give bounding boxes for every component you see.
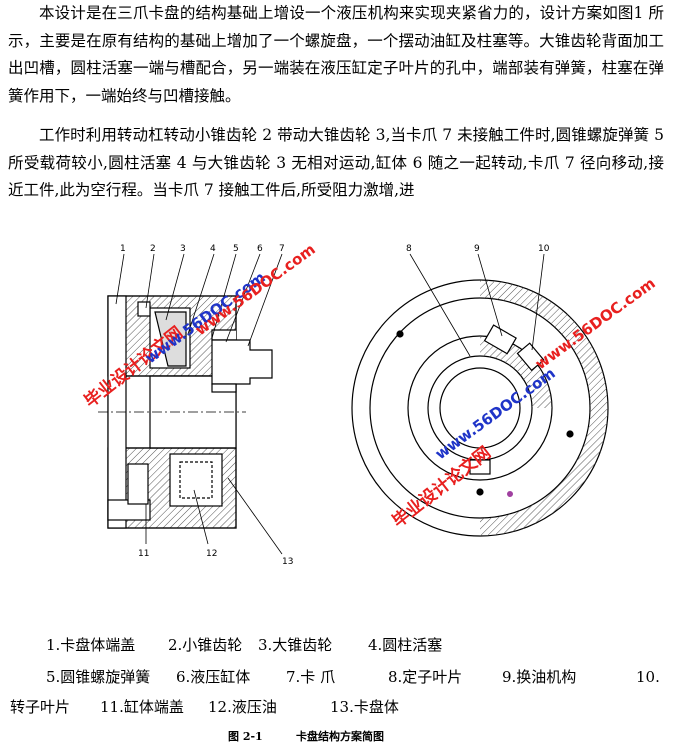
legend-item-10-cont: 转子叶片 [10,698,71,716]
callout-11: 11 [138,549,149,559]
callout-8: 8 [406,244,412,254]
callout-2: 2 [150,244,156,254]
chuck-structure-figure: 1 2 3 4 5 6 7 11 12 13 8 9 10 [80,240,659,567]
paragraph-2: 工作时利用转动杠转动小锥齿轮 2 带动大锥齿轮 3,当卡爪 7 未接触工件时,圆… [8,126,664,199]
callout-10: 10 [538,244,550,254]
legend-item-2: 2.小锥齿轮 [168,636,243,654]
caption-number: 图 2-1 [228,730,263,743]
legend-item-7: 7.卡 爪 [286,668,336,686]
legend-item-10: 10. [636,668,660,686]
legend-item-12: 12.液压油 [208,698,277,716]
legend-item-3: 3.大锥齿轮 [258,636,333,654]
legend-item-11: 11.缸体端盖 [100,698,184,716]
callout-13: 13 [282,557,293,567]
legend-item-5: 5.圆锥螺旋弹簧 [46,668,151,686]
callout-1: 1 [120,244,126,254]
left-callout-labels: 1 2 3 4 5 6 7 11 12 13 [120,244,293,567]
section-view [98,253,283,555]
callout-6: 6 [257,244,263,254]
callout-3: 3 [180,244,186,254]
callout-12: 12 [206,549,217,559]
paragraph-1: 本设计是在三爪卡盘的结构基础上增设一个液压机构来实现夹紧省力的，设计方案如图1 … [8,4,664,105]
end-view [351,253,609,537]
callout-9: 9 [474,244,480,254]
callout-7: 7 [279,244,285,254]
callout-5: 5 [233,244,239,254]
legend-item-1: 1.卡盘体端盖 [46,636,136,654]
callout-4: 4 [210,244,216,254]
legend-item-13: 13.卡盘体 [330,698,399,716]
watermark-url-left-2: www.56DOC.com [192,240,319,339]
caption-title: 卡盘结构方案简图 [296,730,384,743]
legend-item-8: 8.定子叶片 [388,668,463,686]
legend-item-4: 4.圆柱活塞 [368,636,443,654]
legend-item-9: 9.换油机构 [502,668,577,686]
legend-item-6: 6.液压缸体 [176,668,251,686]
right-callout-labels: 8 9 10 [406,244,550,254]
